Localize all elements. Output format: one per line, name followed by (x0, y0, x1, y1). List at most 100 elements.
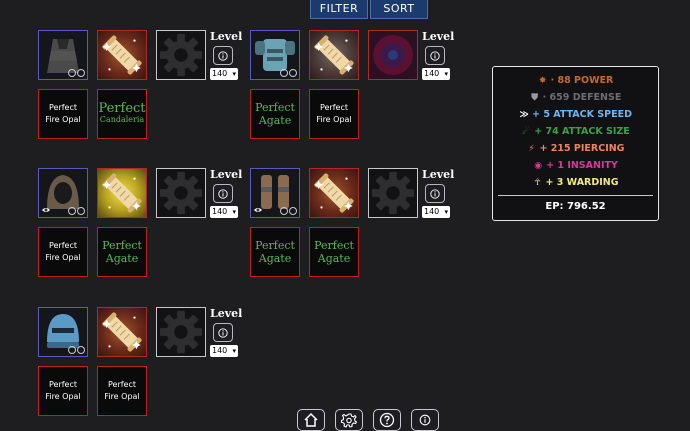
gem-name: Perfect Fire Opal (45, 380, 81, 401)
info-button[interactable] (213, 46, 233, 65)
greaves-icon (261, 175, 289, 209)
socket-indicator (280, 69, 297, 77)
socket-indicator (280, 207, 297, 215)
info-button[interactable] (425, 46, 445, 65)
stat-warding: ☥+ 3 WARDING (493, 174, 658, 191)
home-icon (304, 412, 318, 427)
stat-defense: ⛊· 659 DEFENSE (493, 89, 658, 106)
info-button[interactable] (213, 323, 233, 342)
armor-slot-head[interactable] (38, 307, 88, 357)
gear-icon (157, 169, 205, 217)
help-button[interactable] (373, 409, 401, 431)
level-label: Level (422, 30, 455, 43)
info-button[interactable] (213, 184, 233, 203)
scroll-icon (310, 31, 358, 79)
home-button[interactable] (297, 409, 325, 431)
info-nav-button[interactable] (411, 409, 439, 431)
info-icon (216, 49, 230, 63)
gem-slot[interactable]: Perfect Fire Opal (309, 89, 359, 139)
scroll-icon (98, 31, 146, 79)
ankh-icon: ☥ (534, 178, 541, 188)
info-icon (428, 49, 442, 63)
armor-slot-head[interactable] (38, 168, 88, 218)
stat-attack-speed: ≫+ 5 ATTACK SPEED (493, 106, 658, 123)
empty-slot[interactable] (156, 30, 206, 80)
empty-slot[interactable] (156, 168, 206, 218)
level-select[interactable]: 140▾ (210, 206, 238, 218)
gem-slot[interactable]: Perfect Fire Opal (97, 366, 147, 416)
armor-slot-chest[interactable] (38, 30, 88, 80)
info-icon (216, 326, 230, 340)
armor-slot-chest[interactable] (250, 30, 300, 80)
gear-icon (157, 308, 205, 356)
gem-name: Perfect Fire Opal (104, 380, 140, 401)
shield-icon: ⛊ (531, 93, 539, 103)
settings-button[interactable] (335, 409, 363, 431)
level-label: Level (210, 30, 243, 43)
gear-icon (341, 413, 357, 428)
cloak-icon (47, 39, 79, 73)
level-select[interactable]: 140▾ (210, 68, 238, 80)
socket-indicator (68, 207, 85, 215)
stat-insanity: ◉+ 1 INSANITY (493, 157, 658, 174)
scroll-icon (98, 169, 146, 217)
scroll-icon (98, 308, 146, 356)
stat-power: ✸· 88 POWER (493, 72, 658, 89)
gem-name: Perfect Fire Opal (45, 103, 81, 124)
gear-icon (157, 31, 205, 79)
scroll-icon (310, 169, 358, 217)
level-select[interactable]: 140▾ (210, 345, 238, 357)
empty-slot[interactable] (368, 168, 418, 218)
gem-name: Perfect Fire Opal (45, 241, 81, 262)
scroll-slot[interactable] (97, 307, 147, 357)
info-icon (216, 187, 230, 201)
speed-icon: ≫ (519, 110, 529, 120)
level-label: Level (210, 168, 243, 181)
size-icon: ☄ (522, 127, 531, 137)
orb-slot[interactable] (368, 30, 418, 80)
stat-attack-size: ☄+ 74 ATTACK SIZE (493, 123, 658, 140)
level-label: Level (422, 168, 455, 181)
armor-slot-legs[interactable] (250, 168, 300, 218)
scroll-slot[interactable] (97, 30, 147, 80)
socket-indicator (68, 69, 85, 77)
chestplate-icon (255, 39, 295, 71)
level-select[interactable]: 140▾ (422, 68, 450, 80)
info-icon (428, 187, 442, 201)
hood-icon (47, 175, 79, 209)
empty-slot[interactable] (156, 307, 206, 357)
info-button[interactable] (425, 184, 445, 203)
burst-icon: ✸ (538, 76, 547, 86)
eye-icon (41, 205, 51, 215)
scroll-slot[interactable] (97, 168, 147, 218)
filter-button[interactable]: FILTER (310, 0, 368, 19)
eye-icon: ◉ (534, 161, 543, 171)
socket-indicator (68, 346, 85, 354)
gem-slot[interactable]: Perfect Fire Opal (38, 227, 88, 277)
ep-value: EP: 796.52 (545, 201, 606, 212)
gem-name: Perfect Fire Opal (316, 103, 352, 124)
gem-slot[interactable]: Perfect Fire Opal (38, 89, 88, 139)
stat-piercing: ⚡+ 215 PIERCING (493, 140, 658, 157)
orb-icon (373, 35, 413, 75)
helmet-icon (47, 314, 79, 348)
scroll-slot[interactable] (309, 30, 359, 80)
info-icon (417, 412, 433, 428)
scroll-slot[interactable] (309, 168, 359, 218)
gem-slot[interactable]: Perfect Fire Opal (38, 366, 88, 416)
pierce-icon: ⚡ (528, 144, 535, 154)
stats-panel: ✸· 88 POWER ⛊· 659 DEFENSE ≫+ 5 ATTACK S… (492, 66, 659, 221)
level-select[interactable]: 140▾ (422, 206, 450, 218)
sort-button[interactable]: SORT (370, 0, 428, 19)
eye-icon (253, 205, 263, 215)
